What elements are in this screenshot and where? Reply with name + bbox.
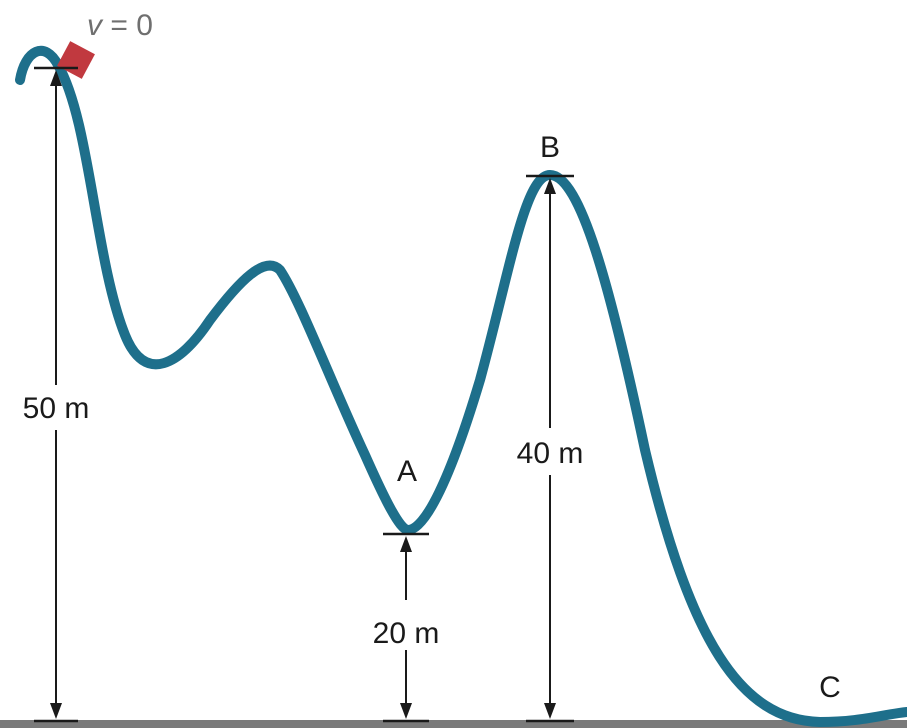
point-label-b: B	[540, 131, 560, 164]
height-label-50m: 50 m	[23, 392, 90, 425]
point-label-a: A	[397, 455, 417, 488]
ground-line	[0, 720, 907, 728]
height-dimension-50m: 50 m	[23, 66, 90, 723]
height-dimension-20m: 20 m	[373, 532, 440, 723]
arrowhead-up-40m	[544, 178, 556, 194]
velocity-variable: v	[87, 9, 104, 42]
point-label-c: C	[819, 671, 841, 704]
arrowhead-up-50m	[50, 70, 62, 86]
height-dimension-40m: 40 m	[517, 174, 584, 723]
arrowhead-down-20m	[400, 703, 412, 719]
height-label-40m: 40 m	[517, 437, 584, 470]
height-label-20m: 20 m	[373, 617, 440, 650]
velocity-label: v = 0	[87, 9, 153, 42]
coaster-car-icon	[57, 41, 95, 79]
arrowhead-down-50m	[50, 703, 62, 719]
arrowhead-down-40m	[544, 703, 556, 719]
arrowhead-up-20m	[400, 536, 412, 552]
velocity-equation: = 0	[102, 9, 153, 42]
coaster-track	[15, 46, 907, 727]
